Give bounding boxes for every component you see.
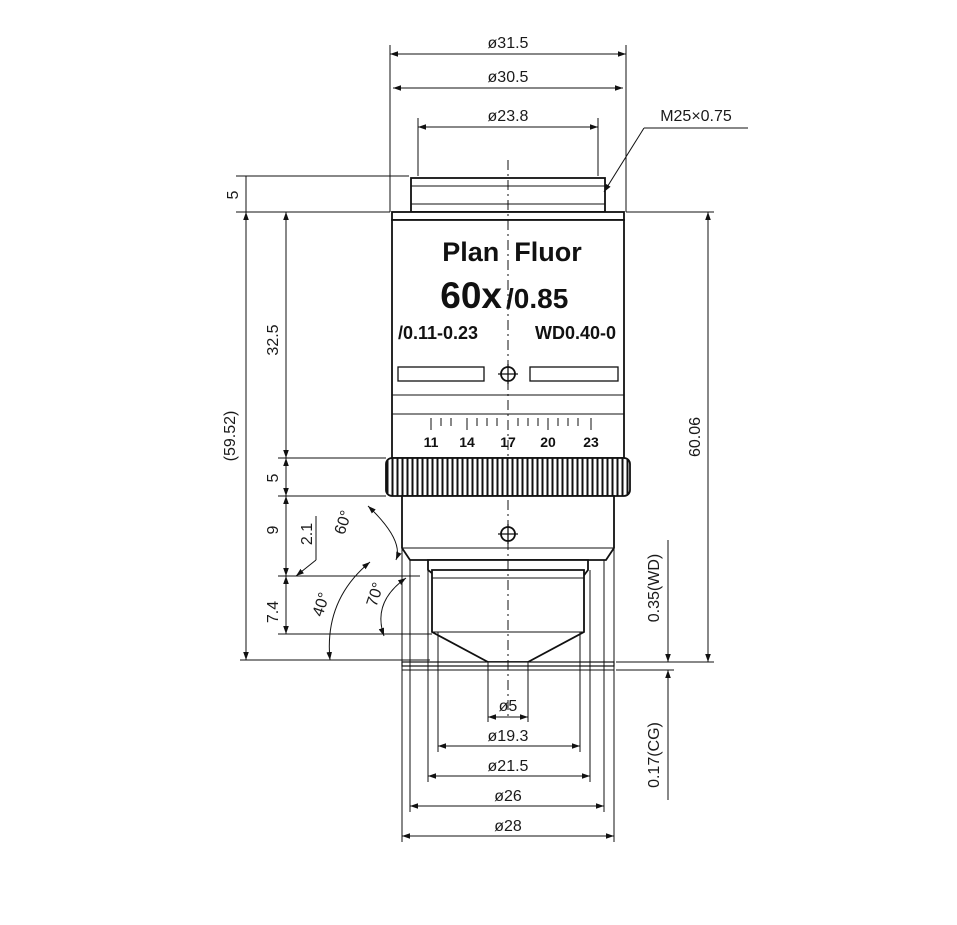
thread-spec: M25×0.75 [660,108,732,125]
angle-40: 40° [310,590,334,618]
label-bar-left [397,366,485,382]
numerical-aperture: /0.85 [506,283,568,314]
dim-dia-28: ø28 [494,818,522,835]
top-dimensions: ø31.5 ø30.5 ø23.8 M25×0.75 [389,35,748,212]
scale-tick-14: 14 [459,434,475,450]
crosshair-mark-upper [498,364,518,384]
dim-cover-glass: 0.17(CG) [646,722,663,788]
dim-dia-26: ø26 [494,788,522,805]
crosshair-mark-lower [498,524,518,544]
dim-32-5: 32.5 [265,324,282,355]
scale-tick-17: 17 [500,434,516,450]
dim-dia-5: ø5 [499,698,518,715]
dim-dia-31-5: ø31.5 [488,35,529,52]
angle-70: 70° [364,580,388,608]
label-bar-right [529,366,619,382]
dim-5: 5 [265,473,282,482]
magnification: 60x [440,275,502,316]
dim-dia-23-8: ø23.8 [488,108,529,125]
dim-dia-19-3: ø19.3 [488,728,529,745]
working-distance-label: WD0.40-0 [535,323,616,343]
dim-length-60-06: 60.06 [687,417,704,457]
objective-name: Plan Fluor [442,237,582,267]
dim-7-4: 7.4 [265,601,282,623]
bottom-dimensions: ø5 ø19.3 ø21.5 ø26 ø28 [401,548,615,842]
cover-glass-range: /0.11-0.23 [398,323,478,343]
dim-2-1: 2.1 [299,523,316,545]
scale-tick-20: 20 [540,434,556,450]
right-dimensions: 60.06 0.35(WD) 0.17(CG) [616,211,714,800]
dim-dia-21-5: ø21.5 [488,758,529,775]
dim-dia-30-5: ø30.5 [488,69,529,86]
dim-top-5: 5 [225,190,242,199]
scale-tick-23: 23 [583,434,599,450]
correction-scale: 11 14 17 20 23 [424,418,599,450]
dim-9: 9 [265,525,282,534]
dim-working-distance: 0.35(WD) [646,554,663,622]
angle-60: 60° [332,508,356,536]
left-dimensions: 5 (59.52) 32.5 5 9 7.4 2.1 60° 40° 70° [222,175,432,661]
dim-total-59-52: (59.52) [222,411,239,462]
scale-tick-11: 11 [424,434,439,450]
